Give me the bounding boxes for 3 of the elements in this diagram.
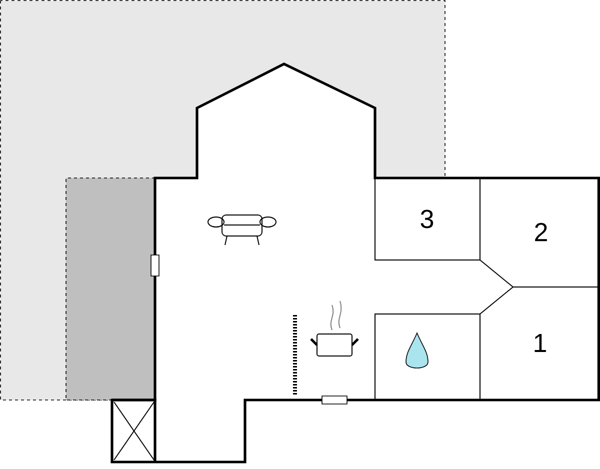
room-number: 1 xyxy=(534,334,546,352)
room-number: 2 xyxy=(535,222,547,242)
room-number: 3 xyxy=(420,210,434,228)
